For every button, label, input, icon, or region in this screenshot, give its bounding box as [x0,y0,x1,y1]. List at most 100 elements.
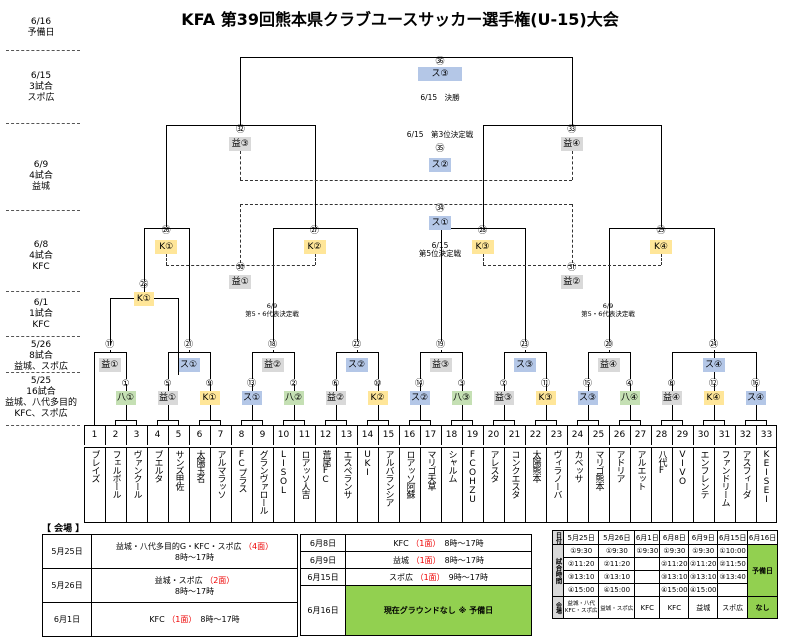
match-number: ⑰ [105,340,115,350]
bracket-line [240,57,242,126]
schedule-venue: 益城・スポ広 [598,596,636,619]
venue-courts: （4面） [244,541,274,551]
date-divider [6,425,80,426]
team-cell: アルエット [630,448,650,522]
venue-hours: 8時～17時 [444,555,484,565]
bracket-line [571,57,573,126]
match-number: ㉚ [235,263,245,273]
date-divider [6,123,80,124]
team-name: アルエット [635,450,646,490]
bracket-line [745,420,746,426]
match-venue-box: 益③ [229,137,252,151]
bracket-line [713,228,715,341]
venue-hours: 8時～17時 [174,586,215,596]
venue-hours: 8時～17時 [444,538,484,548]
team-cell: ファンドリーム [714,448,734,522]
match-number: ㉓ [519,340,529,350]
bracket-line [199,420,200,426]
bracket-line [671,352,715,353]
bracket-line [272,350,274,353]
bracket-line [143,228,190,229]
match-number: ⑤ [163,379,172,389]
team-name: マリゴ天草 [425,450,436,490]
team-name: 八代F [656,450,667,475]
schedule-time: ③13:10 [562,570,600,584]
slot-number: 26 [609,425,629,445]
match-venue-box: 益④ [597,358,620,372]
venue-place: KFC [393,538,412,548]
slot-number: 14 [357,425,377,445]
schedule-venue: 益城・八代 KFC・スポ広 [562,596,600,619]
date-divider [6,336,80,337]
bracket-line [461,352,463,379]
slot-number: 15 [378,425,398,445]
match-venue-box: 益① [157,391,178,405]
schedule-date: 5月26日 [598,530,636,545]
team-cell: ロアッソ阿蘇 [399,448,419,522]
schedule-time: ②11:50 [717,557,749,571]
date-divider [6,372,80,373]
match-venue-box: K① [133,292,154,306]
team-name: マリゴ熊本 [593,450,604,490]
team-cell: エスペランサ [336,448,356,522]
bracket-line [535,420,536,426]
bracket-dashed-line [571,204,573,263]
team-cell: ヴィラノーバ [546,448,566,522]
team-cell: 太陽玉名 [189,448,209,522]
match-number: ㉕ [139,280,149,290]
bracket-line [482,125,484,227]
slot-number: 28 [651,425,671,445]
schedule-time: ③13:10 [659,570,690,584]
schedule-time [717,583,749,597]
bracket-line [577,420,578,426]
schedule-date: 5月25日 [562,530,600,545]
bracket-line [766,420,767,426]
bracket-dashed-line [314,254,316,265]
team-name: ヴァンクール [131,450,142,498]
match-venue-box: ス③ [513,358,536,372]
team-cell: マリゴ熊本 [588,448,608,522]
team-name: 太陽玉名 [194,450,205,482]
venue-courts: （1面） [415,572,441,582]
match-venue-box: ス① [429,216,451,230]
team-name: ヴィラノーバ [551,450,562,498]
match-venue-box: ス② [409,391,430,405]
match-number: ⑮ [582,379,592,389]
schedule-time: ②11:20 [659,557,690,571]
venue-courts: （1面） [411,538,437,548]
bracket-line [619,420,620,426]
slot-number: 29 [672,425,692,445]
bracket-line [703,420,704,426]
slot-number: 12 [315,425,335,445]
team-cell: VIVO [672,448,692,522]
team-name: エスペランサ [341,450,352,498]
team-cell: FCOHZU [462,448,482,522]
slot-number: 30 [693,425,713,445]
match-number: ㊱ [435,57,445,67]
slot-number: 19 [462,425,482,445]
team-cell: KEISEI [756,448,776,522]
bracket-line [556,420,557,426]
team-name: アルバランシア [383,450,394,506]
team-name: VIVO [677,450,688,486]
schedule-venue: スポ広 [717,596,749,619]
venue-place: 益城・スポ広 [154,575,206,585]
bracket-line [125,352,127,379]
bracket-line [409,420,410,426]
slot-number: 3 [126,425,146,445]
schedule-table: 日付 5月25日 5月26日 6月1日 6月8日 6月9日 6月15日 6月16… [552,530,778,619]
team-name: ロアッソ人吉 [299,450,310,498]
match-venue-box: 益② [261,358,284,372]
match-venue-box: 益① [98,358,121,372]
match-number: ㉘ [477,226,487,236]
bracket-dashed-line [240,180,572,181]
bracket-line [241,420,242,426]
slot-number: 23 [546,425,566,445]
slot-number: 25 [588,425,608,445]
bracket-line [598,420,599,426]
team-cell: ブエルタ [147,448,167,522]
match-venue-box: 益② [560,275,583,289]
team-cell: シャルム [441,448,461,522]
slot-number: 33 [756,425,776,445]
slot-number: 7 [210,425,230,445]
